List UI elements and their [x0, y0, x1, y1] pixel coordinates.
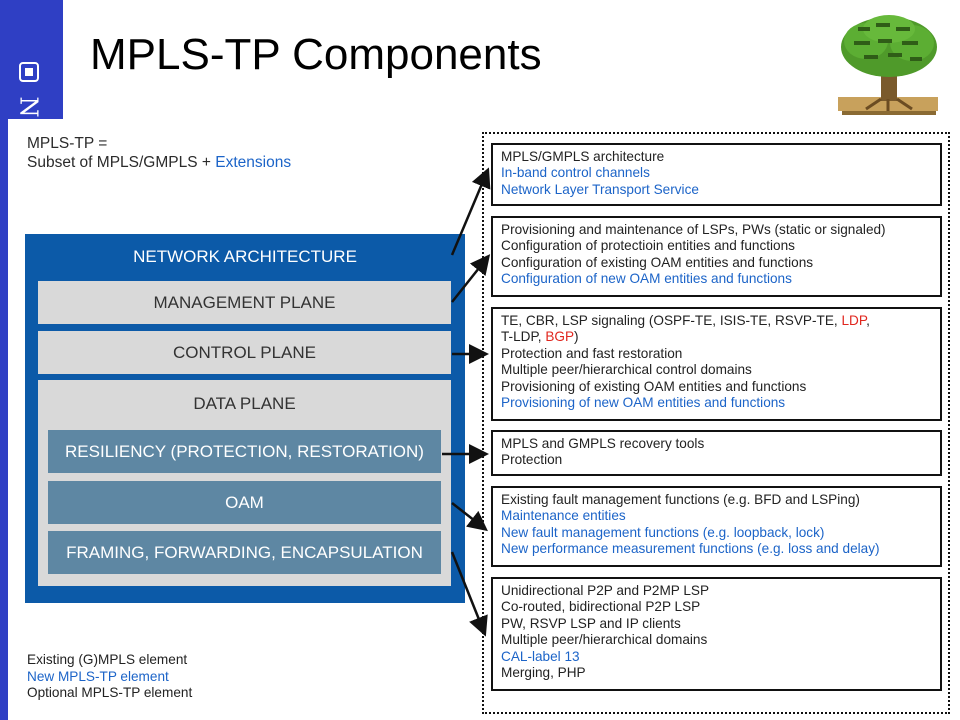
box-line: Multiple peer/hierarchical domains — [501, 632, 708, 648]
intro-line-2: Subset of MPLS/GMPLS + Extensions — [27, 154, 291, 172]
network-architecture-heading: NETWORK ARCHITECTURE — [133, 247, 357, 266]
box-text: TE, CBR, LSP signaling (OSPF-TE, ISIS-TE… — [501, 313, 842, 328]
control-plane-bar: CONTROL PLANE — [38, 331, 451, 374]
box-text: T-LDP, — [501, 329, 546, 345]
architecture-details-box: MPLS/GMPLS architecture In-band control … — [491, 143, 942, 206]
box-line: Protection — [501, 452, 563, 468]
intro-subset-text: Subset of MPLS/GMPLS + — [27, 154, 211, 171]
oam-bar: OAM — [48, 481, 441, 524]
legend-optional: Optional MPLS-TP element — [27, 685, 193, 701]
oam-details-box: Existing fault management functions (e.g… — [491, 486, 942, 567]
box-line: MPLS/GMPLS architecture — [501, 149, 665, 164]
box-line: CAL-label 13 — [501, 648, 580, 664]
box-line: PW, RSVP LSP and IP clients — [501, 615, 681, 631]
tree-illustration-icon — [838, 15, 938, 115]
box-line: Configuration of new OAM entities and fu… — [501, 271, 792, 287]
box-line: Provisioning of existing OAM entities an… — [501, 378, 807, 394]
management-plane-bar: MANAGEMENT PLANE — [38, 281, 451, 324]
box-line: Unidirectional P2P and P2MP LSP — [501, 583, 710, 598]
box-line: New performance measurement functions (e… — [501, 541, 880, 557]
box-line: Existing fault management functions (e.g… — [501, 492, 860, 507]
box-line: Configuration of protectioin entities an… — [501, 238, 795, 254]
data-plane-label: DATA PLANE — [193, 394, 296, 413]
page-title: MPLS-TP Components — [90, 30, 542, 79]
control-details-box: TE, CBR, LSP signaling (OSPF-TE, ISIS-TE… — [491, 307, 942, 421]
resiliency-bar: RESILIENCY (PROTECTION, RESTORATION) — [48, 430, 441, 473]
box-line: Co-routed, bidirectional P2P LSP — [501, 599, 701, 615]
resiliency-details-box: MPLS and GMPLS recovery tools Protection — [491, 430, 942, 476]
box-line: Provisioning and maintenance of LSPs, PW… — [501, 222, 886, 237]
box-line: Protection and fast restoration — [501, 345, 683, 361]
box-line: TE, CBR, LSP signaling (OSPF-TE, ISIS-TE… — [501, 313, 940, 329]
bgp-text: BGP — [545, 329, 575, 345]
box-text: ) — [574, 329, 579, 345]
framing-bar: FRAMING, FORWARDING, ENCAPSULATION — [48, 531, 441, 574]
arrow-oam — [451, 502, 488, 532]
box-line: Maintenance entities — [501, 508, 626, 524]
arrow-management — [451, 254, 491, 303]
framing-details-box: Unidirectional P2P and P2MP LSP Co-route… — [491, 577, 942, 691]
legend-new: New MPLS-TP element — [27, 668, 169, 684]
box-line: Network Layer Transport Service — [501, 181, 699, 197]
rounded-square-icon — [19, 62, 39, 82]
box-line: In-band control channels — [501, 165, 650, 181]
intro-line-1: MPLS-TP = — [27, 135, 108, 152]
box-line: Merging, PHP — [501, 665, 586, 681]
legend: Existing (G)MPLS element New MPLS-TP ele… — [27, 652, 192, 702]
box-line: MPLS and GMPLS recovery tools — [501, 436, 705, 451]
management-details-box: Provisioning and maintenance of LSPs, PW… — [491, 216, 942, 297]
box-line: Provisioning of new OAM entities and fun… — [501, 395, 786, 411]
box-line: New fault management functions (e.g. loo… — [501, 524, 825, 540]
box-line: Configuration of existing OAM entities a… — [501, 254, 814, 270]
legend-existing: Existing (G)MPLS element — [27, 652, 188, 667]
box-line: T-LDP, BGP) — [501, 329, 940, 345]
box-line: Multiple peer/hierarchical control domai… — [501, 362, 752, 378]
intro-extensions-text: Extensions — [215, 154, 292, 171]
arrow-framing — [450, 551, 488, 637]
box-text: , — [866, 313, 870, 328]
arrow-architecture — [450, 167, 491, 256]
ldp-text: LDP — [841, 313, 867, 328]
components-container — [482, 132, 950, 714]
